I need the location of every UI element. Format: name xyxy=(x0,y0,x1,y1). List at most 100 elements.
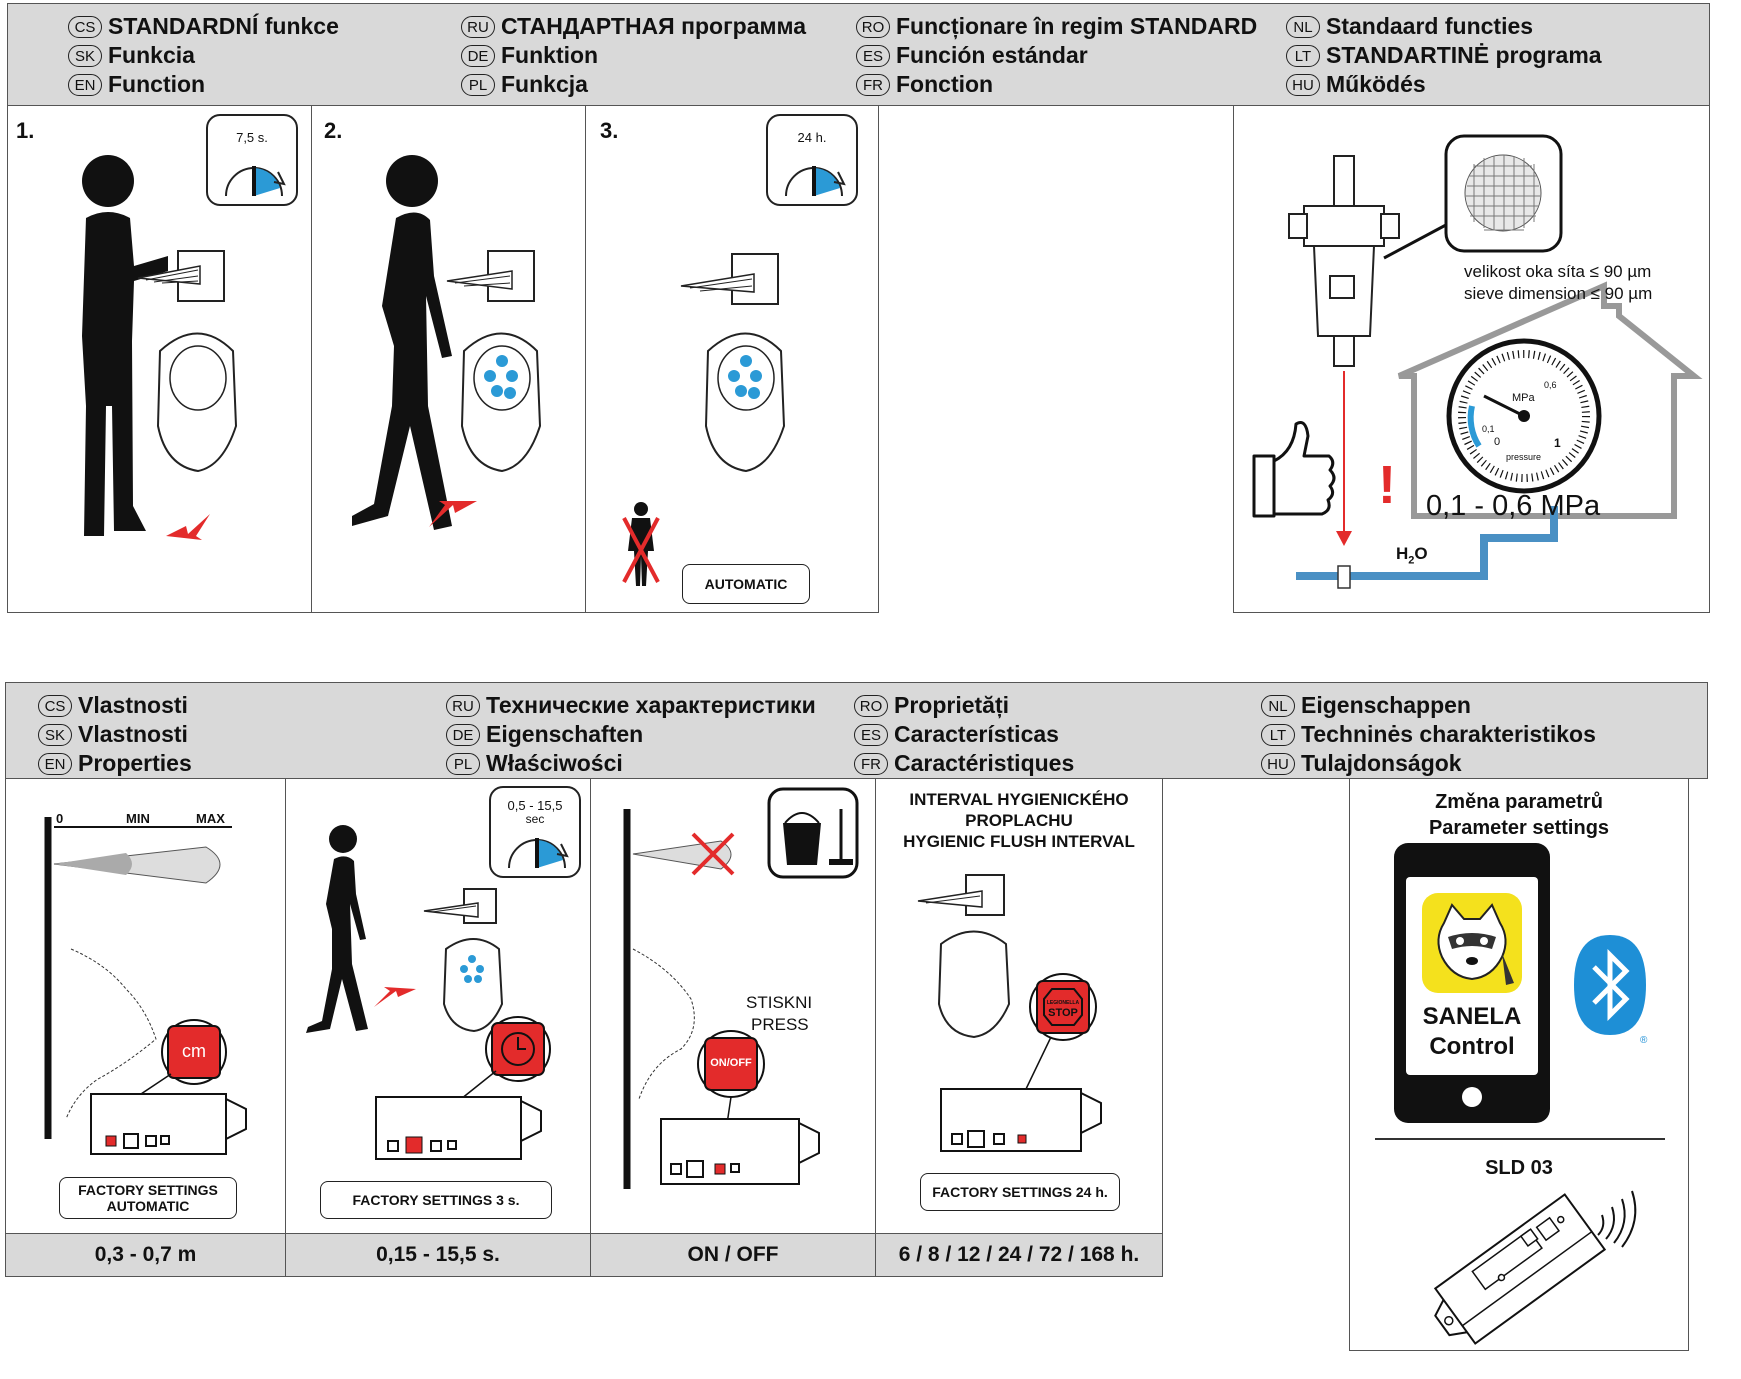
lang-code: EN xyxy=(38,752,72,775)
header-text: Właściwości xyxy=(486,750,623,776)
bluetooth-icon xyxy=(1572,933,1648,1037)
step-3-panel: 3. 24 h. AUTOMATIC xyxy=(585,105,879,613)
header-text: Működés xyxy=(1326,71,1426,97)
lang-code: SK xyxy=(68,44,102,67)
lang-code: FR xyxy=(856,73,890,96)
lang-code: ES xyxy=(854,723,888,746)
lang-code: CS xyxy=(38,694,72,717)
water-label: H2O xyxy=(1396,544,1428,566)
header-text: Eigenschaften xyxy=(486,721,644,747)
warning-mark: ! xyxy=(1378,455,1396,515)
lang-code: HU xyxy=(1286,73,1320,96)
step-number: 2. xyxy=(324,118,343,143)
lang-code: LT xyxy=(1261,723,1295,746)
factory-settings-hygiene: FACTORY SETTINGS 24 h. xyxy=(920,1173,1120,1211)
header-text: Proprietăți xyxy=(894,692,1010,718)
divider xyxy=(1375,1138,1665,1140)
dial-icon xyxy=(225,166,286,197)
lang-code: PL xyxy=(446,752,480,775)
lang-code: ES xyxy=(856,44,890,67)
step-2-panel: 2. xyxy=(311,105,586,613)
timer-icon: 0,5 - 15,5 sec xyxy=(489,786,581,878)
cleaning-bucket-icon xyxy=(767,787,859,879)
range-panel: 0 MIN MAX cm FACTORY SETTINGS AUTOMATIC xyxy=(5,778,286,1234)
hygiene-title: INTERVAL HYGIENICKÉHO PROPLACHU HYGIENIC… xyxy=(876,789,1162,852)
stop-label: STOP xyxy=(1048,1007,1078,1019)
range-value: 0,3 - 0,7 m xyxy=(5,1233,286,1277)
range-min-label: MIN xyxy=(126,811,150,826)
header-text: СТАНДАРТНАЯ программа xyxy=(501,13,807,39)
time-illustration xyxy=(306,825,551,1160)
pressure-gauge-icon xyxy=(1446,338,1602,494)
header-text: Vlastnosti xyxy=(78,692,188,718)
header-text: Tulajdonságok xyxy=(1301,750,1462,776)
lang-code: RO xyxy=(856,15,890,38)
stop-small-label: LEGIONELLA xyxy=(1046,1000,1080,1006)
range-max-label: MAX xyxy=(196,811,225,826)
time-panel: 0,5 - 15,5 sec FACTORY SETTINGS 3 s. xyxy=(285,778,591,1234)
lang-code: LT xyxy=(1286,44,1320,67)
header-text: Технические характеристики xyxy=(486,692,816,718)
bluetooth-glyph xyxy=(1574,935,1646,1035)
factory-settings-time: FACTORY SETTINGS 3 s. xyxy=(320,1181,552,1219)
control-unit-illustration xyxy=(90,1019,247,1155)
lang-code: FR xyxy=(854,752,888,775)
mesh-size-en: sieve dimension ≤ 90 µm xyxy=(1464,284,1653,303)
raccoon-icon xyxy=(1437,903,1514,985)
person-standing-illustration xyxy=(82,155,238,540)
onoff-illustration xyxy=(623,787,859,1189)
device-name: SLD 03 xyxy=(1485,1157,1553,1179)
lang-code: RU xyxy=(446,694,480,717)
gauge-tick: 0 xyxy=(1494,436,1501,448)
sanela-app-icon[interactable] xyxy=(1422,893,1522,993)
section2-header: CS Vlastnosti SK Vlastnosti EN Properties R… xyxy=(5,682,1708,779)
lang-code: NL xyxy=(1261,694,1295,717)
title-line: PROPLACHU xyxy=(965,811,1073,830)
header-text: Caractéristiques xyxy=(894,750,1075,776)
timer-icon: 24 h. xyxy=(766,114,858,206)
app-title: Změna parametrů Parameter settings xyxy=(1350,789,1688,841)
title-line: HYGIENIC FLUSH INTERVAL xyxy=(903,832,1135,851)
filter-illustration xyxy=(1252,134,1703,589)
lang-code: CS xyxy=(68,15,102,38)
app-panel: Změna parametrů Parameter settings SANEL… xyxy=(1349,778,1689,1351)
step-1-panel: 1. 7,5 s. xyxy=(7,105,312,613)
remote-device-illustration xyxy=(1433,1190,1637,1345)
factory-label: FACTORY SETTINGS xyxy=(78,1182,218,1198)
header-text: Funkcia xyxy=(108,42,195,68)
dial-icon xyxy=(508,838,569,869)
step-number: 3. xyxy=(600,118,619,143)
step-number: 1. xyxy=(16,118,35,143)
onoff-panel: STISKNI PRESS ON/OFF xyxy=(590,778,876,1234)
dial-icon xyxy=(785,166,846,197)
factory-settings-range: FACTORY SETTINGS AUTOMATIC xyxy=(59,1177,237,1219)
header-text: Funktion xyxy=(501,42,599,68)
lang-code: SK xyxy=(38,723,72,746)
mesh-size-cs: velikost oka síta ≤ 90 µm xyxy=(1464,262,1652,281)
gauge-caption: pressure xyxy=(1506,452,1542,462)
lang-code: HU xyxy=(1261,752,1295,775)
no-person-icon xyxy=(622,502,660,586)
automatic-badge: AUTOMATIC xyxy=(682,564,810,604)
registered-mark: ® xyxy=(1640,1035,1648,1046)
gauge-tick: 0,6 xyxy=(1544,380,1557,390)
header-text: Properties xyxy=(78,750,192,776)
title-line: Změna parametrů xyxy=(1435,791,1603,813)
phone-home-button xyxy=(1462,1087,1482,1107)
header-text: Eigenschappen xyxy=(1301,692,1471,718)
header-text: Función estándar xyxy=(896,42,1088,68)
onoff-button-label: ON/OFF xyxy=(710,1057,752,1069)
factory-label: AUTOMATIC xyxy=(106,1198,190,1214)
water-label-h: H xyxy=(1396,544,1409,563)
header-text: Vlastnosti xyxy=(78,721,188,747)
range-button-label: cm xyxy=(182,1041,206,1061)
timer-label: 0,5 - 15,5 xyxy=(507,798,563,813)
range-illustration xyxy=(44,817,232,1139)
header-text: Standaard functies xyxy=(1326,13,1534,39)
